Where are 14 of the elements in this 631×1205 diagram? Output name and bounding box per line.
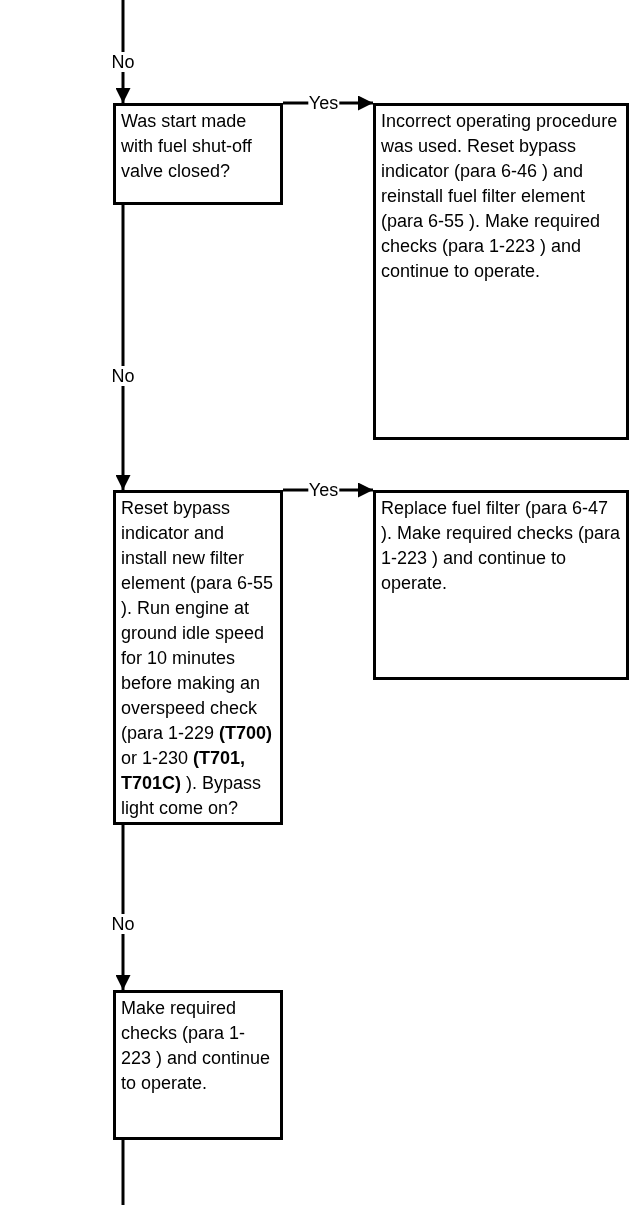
box-text: Replace fuel filter (para 6-47 ). Make required checks (para 1-223 ) and continue to operate. xyxy=(381,497,621,595)
arrow xyxy=(115,205,131,490)
edge-label: No xyxy=(110,366,136,386)
process-box xyxy=(113,103,283,205)
box-text: Incorrect operating procedure was used. Reset bypass indicator (para 6-46 ) and reinstall fuel filter element (para 6-55 ). Make required checks (para 1-223 ) and continue to operate. xyxy=(381,110,619,283)
box-text: Was start made with fuel shut-off valve closed? xyxy=(121,110,253,183)
arrow xyxy=(115,825,131,990)
edge-label: No xyxy=(110,914,136,934)
process-box xyxy=(373,490,629,680)
edge-label: No xyxy=(110,51,136,72)
process-box xyxy=(113,990,283,1140)
box-text: Reset bypass indicator and install new filter element (para 6-55 ). Run engine at ground idle speed for 10 minutes before making an overspeed check (para 1-229 (T700) or 1-230 (T701, T701C) ). Bypass light come on? xyxy=(121,497,275,820)
process-box xyxy=(373,103,629,440)
box-text: Make required checks (para 1-223 ) and continue to operate. xyxy=(121,997,272,1095)
